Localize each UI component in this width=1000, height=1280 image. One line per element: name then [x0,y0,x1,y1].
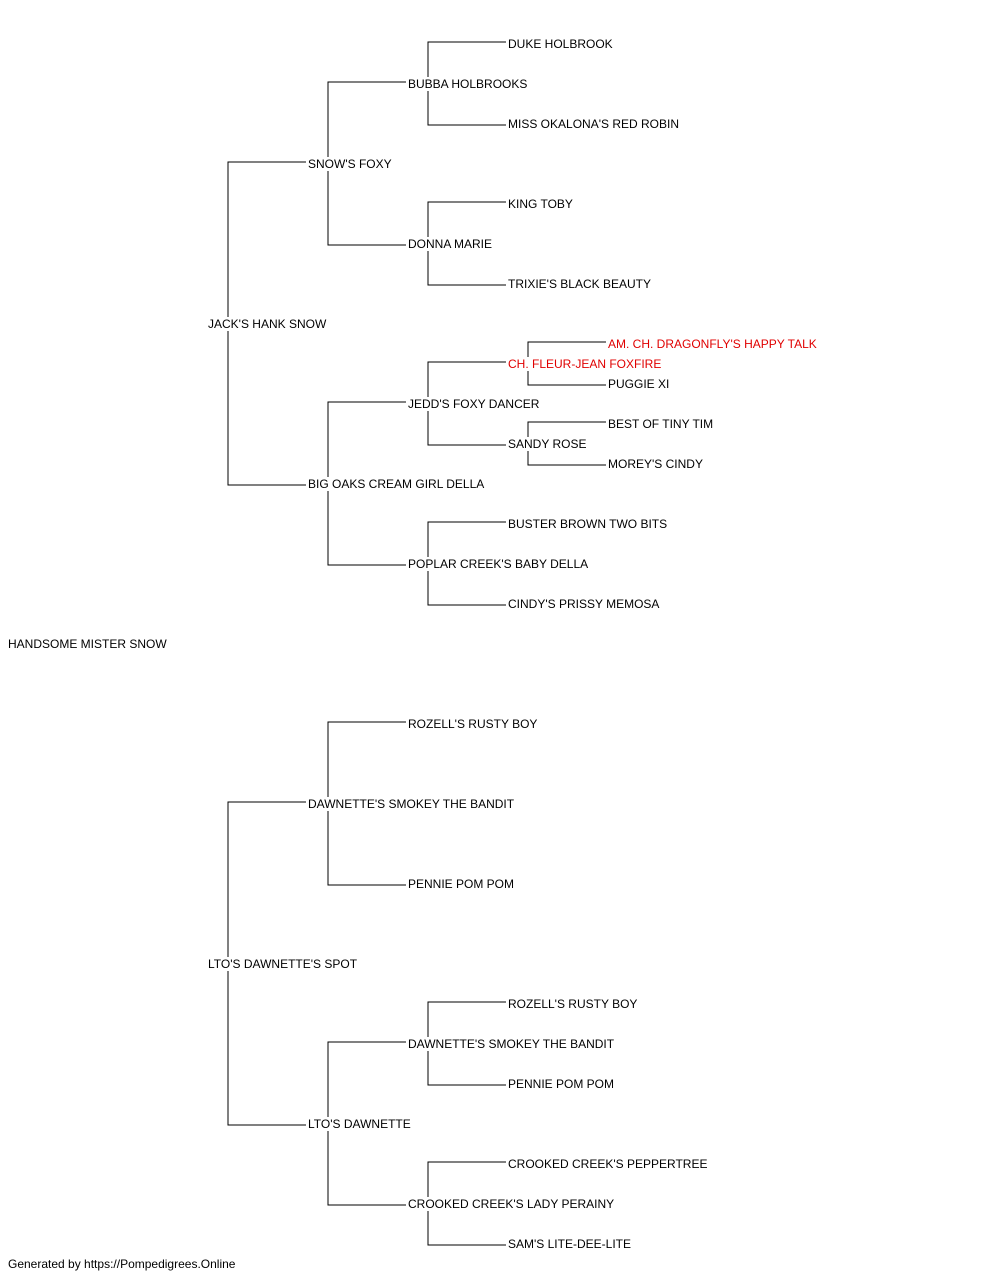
dam-name: LTO'S DAWNETTE'S SPOT [208,957,360,971]
sire-dam-name: BIG OAKS CREAM GIRL DELLA [308,477,487,491]
dam-dam-sire-name: DAWNETTE'S SMOKEY THE BANDIT [408,1037,617,1051]
sire-dam-dam-name: POPLAR CREEK'S BABY DELLA [408,557,591,571]
sire-dam-sire-sire-name: CH. FLEUR-JEAN FOXFIRE [508,357,664,371]
dam-dam-sire-sire-name: ROZELL'S RUSTY BOY [508,997,640,1011]
sire-sire-dam-name: DONNA MARIE [408,237,495,251]
dam-sire-sire-name: ROZELL'S RUSTY BOY [408,717,540,731]
dam-dam-dam-dam-name: SAM'S LITE-DEE-LITE [508,1237,633,1251]
sire-dam-sire-sire-dam-name: PUGGIE XI [608,377,672,391]
sire-dam-sire-name: JEDD'S FOXY DANCER [408,397,542,411]
sire-sire-sire-dam-name: MISS OKALONA'S RED ROBIN [508,117,681,131]
sire-dam-sire-dam-sire-name: BEST OF TINY TIM [608,417,716,431]
sire-dam-sire-sire-sire-name: AM. CH. DRAGONFLY'S HAPPY TALK [608,337,819,351]
sire-dam-sire-dam-name: SANDY ROSE [508,437,589,451]
sire-sire-sire-name: BUBBA HOLBROOKS [408,77,530,91]
sire-name: JACK'S HANK SNOW [208,317,329,331]
dam-dam-dam-sire-name: CROOKED CREEK'S PEPPERTREE [508,1157,710,1171]
sire-dam-dam-sire-name: BUSTER BROWN TWO BITS [508,517,670,531]
dam-dam-dam-name: CROOKED CREEK'S LADY PERAINY [408,1197,617,1211]
sire-sire-sire-sire-name: DUKE HOLBROOK [508,37,615,51]
sire-dam-sire-dam-dam-name: MOREY'S CINDY [608,457,705,471]
subject-name: HANDSOME MISTER SNOW [8,637,169,651]
dam-sire-name: DAWNETTE'S SMOKEY THE BANDIT [308,797,517,811]
sire-sire-name: SNOW'S FOXY [308,157,394,171]
dam-dam-name: LTO'S DAWNETTE [308,1117,413,1131]
dam-sire-dam-name: PENNIE POM POM [408,877,517,891]
generated-by-footer: Generated by https://Pompedigrees.Online [8,1257,236,1271]
sire-sire-dam-dam-name: TRIXIE'S BLACK BEAUTY [508,277,653,291]
dam-dam-sire-dam-name: PENNIE POM POM [508,1077,617,1091]
sire-dam-dam-dam-name: CINDY'S PRISSY MEMOSA [508,597,662,611]
sire-sire-dam-sire-name: KING TOBY [508,197,575,211]
